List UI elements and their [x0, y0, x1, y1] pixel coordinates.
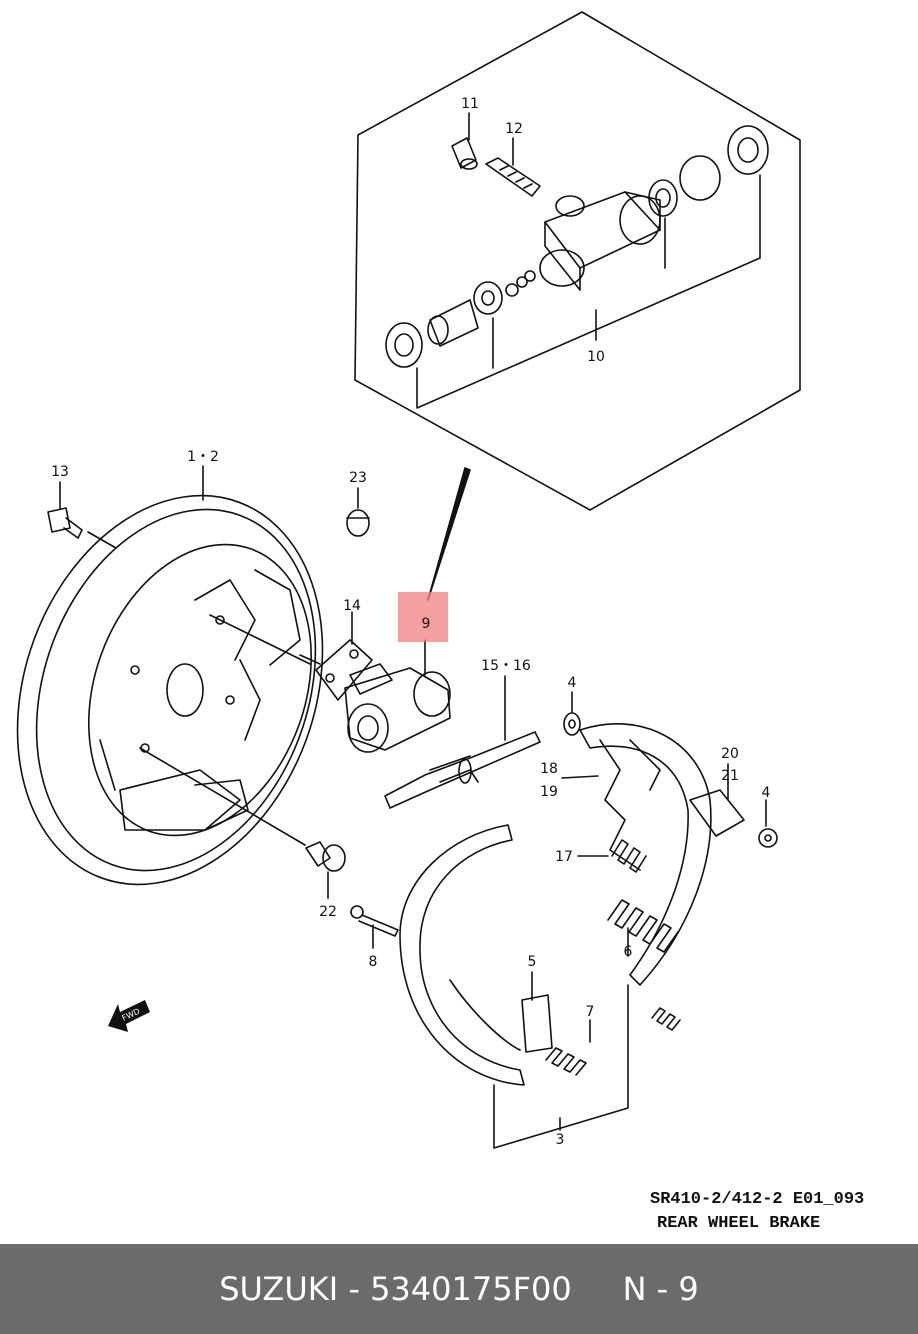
callout-21: 21 — [721, 768, 739, 784]
callout-12: 12 — [505, 121, 523, 137]
callout-10: 10 — [587, 349, 605, 365]
callout-15-16: 15・16 — [481, 658, 531, 674]
detail-leader — [427, 467, 471, 601]
cylinder-right-parts — [648, 125, 769, 217]
strut-part-15-16 — [384, 675, 541, 809]
callout-14: 14 — [343, 598, 361, 614]
highlight-part-9 — [398, 592, 448, 642]
spring-part-7 — [545, 1007, 681, 1076]
cylinder-detail-frame — [354, 11, 801, 511]
callout-13: 13 — [51, 464, 69, 480]
brake-shoe-left — [399, 824, 553, 1086]
part10-bracket — [416, 174, 761, 409]
bleeder-screw-part — [485, 137, 541, 197]
bolt-part-13 — [47, 507, 83, 539]
bolt-part-22 — [305, 841, 346, 899]
callout-4-upper: 4 — [568, 675, 577, 691]
brake-shoe-right — [579, 723, 745, 986]
bleeder-cap-part — [451, 112, 478, 170]
spring-part-17 — [577, 839, 647, 873]
spring-part-6 — [607, 899, 679, 957]
callout-1-2: 1・2 — [187, 449, 219, 465]
callout-9: 9 — [422, 616, 431, 632]
callout-5: 5 — [528, 954, 537, 970]
wheel-cylinder-part-9 — [344, 639, 451, 753]
footer-bar: SUZUKI - 5340175F00 N - 9 — [0, 1244, 918, 1334]
callout-11: 11 — [461, 96, 479, 112]
fwd-arrow-icon — [108, 1000, 150, 1032]
diagram-reference-title: REAR WHEEL BRAKE — [657, 1214, 821, 1233]
callout-22: 22 — [319, 904, 337, 920]
diagram-reference-code: SR410-2/412-2 E01_093 — [650, 1190, 865, 1209]
callout-4-right: 4 — [762, 785, 771, 801]
brake-exploded-diagram: 11 12 10 13 1・2 23 14 9 15・16 4 18 19 20… — [16, 11, 801, 1149]
dust-cap-part-23 — [346, 487, 370, 537]
callout-19: 19 — [540, 784, 558, 800]
pin-part-8 — [350, 905, 399, 949]
footer-part-number: SUZUKI - 5340175F00 N - 9 — [219, 1270, 699, 1308]
callout-7: 7 — [586, 1004, 595, 1020]
washer-part-4a — [563, 691, 581, 736]
gasket-part-14 — [315, 611, 373, 701]
callout-3: 3 — [556, 1132, 565, 1148]
part3-bracket — [493, 984, 629, 1149]
backing-plate — [16, 494, 324, 886]
callout-20: 20 — [721, 746, 739, 762]
callout-23: 23 — [349, 470, 367, 486]
callout-18: 18 — [540, 761, 558, 777]
callout-17: 17 — [555, 849, 573, 865]
callout-8: 8 — [369, 954, 378, 970]
cylinder-left-parts — [385, 270, 536, 368]
callout-6: 6 — [624, 944, 633, 960]
washer-part-4b — [758, 799, 778, 848]
cylinder-body-inset — [539, 191, 661, 291]
